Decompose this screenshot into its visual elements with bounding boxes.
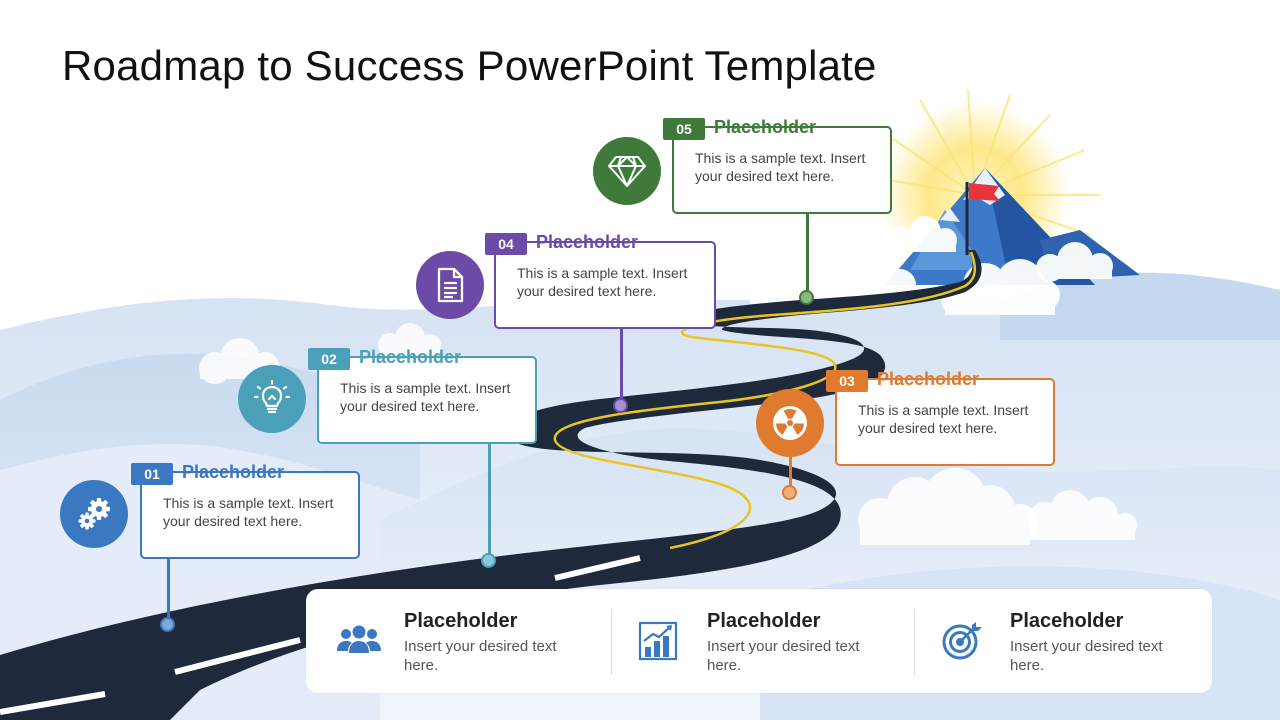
flag	[965, 182, 1000, 255]
step-02-heading: Placeholder	[359, 347, 462, 367]
summary-1-text: Insert your desired text here.	[404, 638, 557, 674]
step-05-marker	[799, 290, 814, 305]
step-02-icon-circle	[238, 365, 306, 433]
step-01-number: 01	[131, 463, 173, 485]
step-02-card: 02 Placeholder This is a sample text. In…	[308, 347, 537, 444]
step-02-number: 02	[308, 348, 350, 370]
step-01-card: 01 Placeholder This is a sample text. In…	[131, 462, 360, 559]
step-01-heading: Placeholder	[182, 462, 285, 482]
step-03-icon-circle	[756, 389, 824, 457]
lightbulb-icon	[253, 379, 291, 414]
summary-divider	[914, 609, 915, 675]
step-02-text: This is a sample text. Insert your desir…	[340, 380, 511, 414]
step-03-heading: Placeholder	[877, 369, 980, 389]
step-01-text: This is a sample text. Insert your desir…	[163, 495, 334, 529]
summary-item-1: Placeholder Insert your desired text her…	[334, 589, 604, 693]
step-05-icon-circle	[593, 137, 661, 205]
right-far-hill	[1000, 272, 1280, 340]
summary-3-text: Insert your desired text here.	[1010, 638, 1163, 674]
step-04-connector	[620, 328, 623, 400]
step-04-marker	[613, 398, 628, 413]
step-03-text: This is a sample text. Insert your desir…	[858, 402, 1029, 436]
step-03-number: 03	[826, 370, 868, 392]
summary-item-3: Placeholder Insert your desired text her…	[940, 589, 1210, 693]
step-03-marker	[782, 485, 797, 500]
summary-2-heading: Placeholder	[707, 610, 821, 632]
summary-divider	[611, 609, 612, 675]
summary-1-heading: Placeholder	[404, 610, 518, 632]
step-02-connector	[488, 443, 491, 556]
step-01-marker	[160, 617, 175, 632]
summary-item-2: Placeholder Insert your desired text her…	[637, 589, 907, 693]
step-04-icon-circle	[416, 251, 484, 319]
slide-title: Roadmap to Success PowerPoint Template	[62, 42, 877, 89]
radiation-icon	[773, 406, 807, 440]
team-icon	[337, 625, 381, 653]
step-05-number: 05	[663, 118, 705, 140]
step-03-connector	[789, 452, 792, 488]
diamond-icon	[608, 156, 646, 187]
step-01-connector	[167, 558, 170, 620]
step-05-text: This is a sample text. Insert your desir…	[695, 150, 866, 184]
summary-3-heading: Placeholder	[1010, 610, 1124, 632]
step-01-icon-circle	[60, 480, 128, 548]
step-05-heading: Placeholder	[714, 117, 817, 137]
step-05-card: 05 Placeholder This is a sample text. In…	[663, 117, 892, 214]
summary-panel: Placeholder Insert your desired text her…	[306, 589, 1212, 693]
step-02-marker	[481, 553, 496, 568]
step-04-card: 04 Placeholder This is a sample text. In…	[485, 232, 716, 329]
document-icon	[437, 267, 464, 303]
step-05-connector	[806, 213, 809, 291]
target-icon	[942, 622, 982, 660]
bar-chart-icon	[638, 621, 678, 661]
summary-2-text: Insert your desired text here.	[707, 638, 860, 674]
step-04-heading: Placeholder	[536, 232, 639, 252]
gears-icon	[78, 498, 110, 530]
step-03-card: 03 Placeholder This is a sample text. In…	[826, 369, 1055, 466]
step-04-number: 04	[485, 233, 527, 255]
step-04-text: This is a sample text. Insert your desir…	[517, 265, 688, 299]
